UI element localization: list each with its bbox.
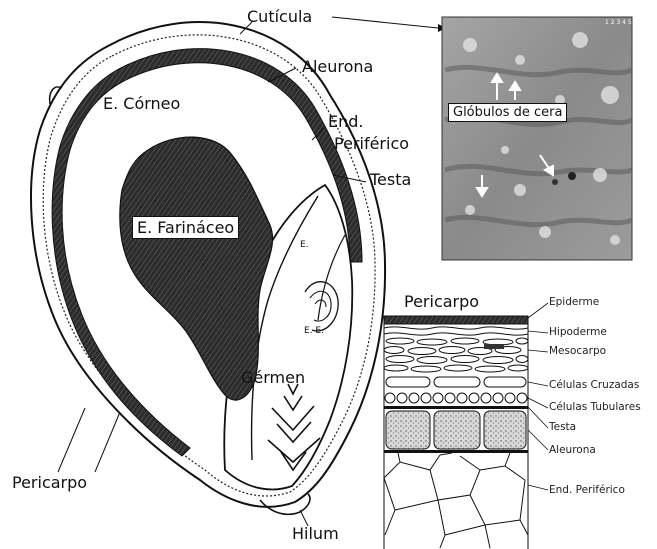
label-globulos-de-cera: Glóbulos de cera — [448, 103, 567, 122]
layers-title: Pericarpo — [404, 292, 479, 311]
micrograph-corner-text: 1 2 3 4 5 — [605, 19, 632, 26]
layer-label-celulas-cruzadas: Células Cruzadas — [549, 379, 639, 391]
layer-diagram — [384, 303, 548, 549]
layer-label-epiderme: Epiderme — [549, 296, 599, 308]
label-germen: Gérmen — [241, 368, 305, 387]
label-hilum: Hilum — [292, 524, 339, 543]
label-e-corneo: E. Córneo — [103, 94, 180, 113]
layer-label-end-periferico: End. Periférico — [549, 484, 625, 496]
layer-label-testa: Testa — [549, 421, 576, 433]
label-e-farinaceo: E. Farináceo — [132, 216, 239, 239]
label-aleurona: Aleurona — [302, 57, 373, 76]
label-end-periferico-1: End. — [328, 112, 364, 131]
layer-label-aleurona: Aleurona — [549, 444, 596, 456]
layer-label-mesocarpo: Mesocarpo — [549, 345, 606, 357]
grain-section — [31, 22, 385, 514]
layer-label-hipoderme: Hipoderme — [549, 326, 607, 338]
label-testa: Testa — [370, 170, 411, 189]
label-ee-small: E. E. — [304, 326, 324, 336]
layer-label-celulas-tubulares: Células Tubulares — [549, 401, 641, 413]
label-cuticula: Cutícula — [247, 7, 312, 26]
label-pericarpo: Pericarpo — [12, 473, 87, 492]
label-e-small: E. — [300, 240, 309, 250]
micrograph-photo — [442, 17, 632, 260]
label-end-periferico-2: Periférico — [334, 134, 409, 153]
